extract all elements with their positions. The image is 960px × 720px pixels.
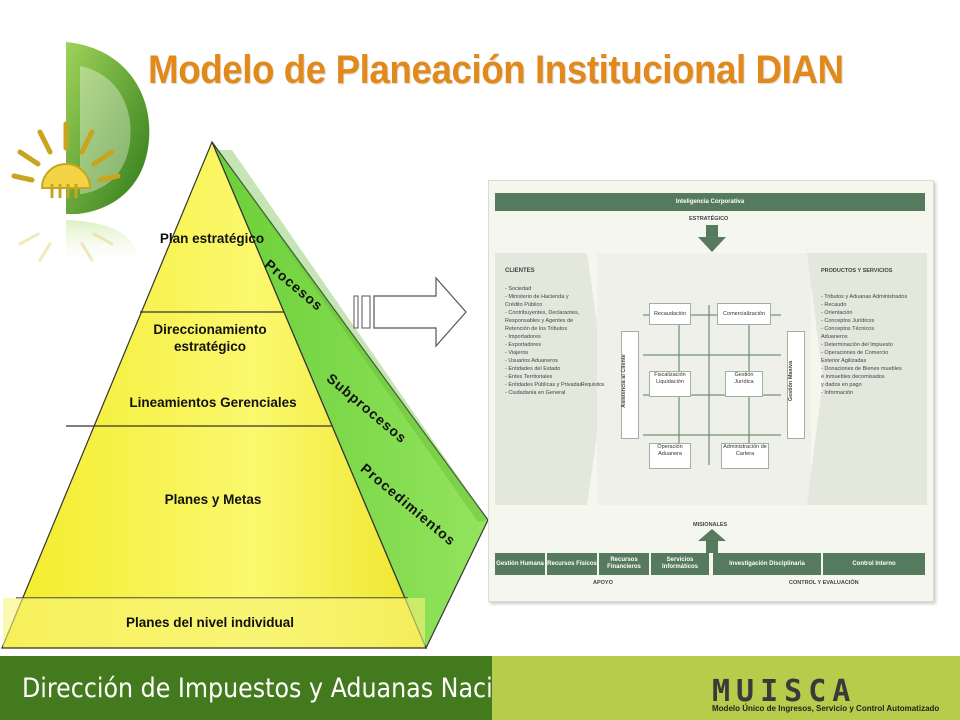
clients-chevron (495, 253, 605, 505)
support-recursos-fisicos: Recursos Físicos (547, 553, 597, 575)
footer-title: Dirección de Impuestos y Aduanas Naciona… (22, 673, 571, 704)
list-item: e inmuebles decomisados (821, 374, 885, 380)
muisca-subtitle: Modelo Único de Ingresos, Servicio y Con… (712, 704, 940, 713)
box-recaudacion: Recaudación (649, 303, 691, 325)
level-direccionamiento: Direccionamiento estratégico (153, 322, 267, 354)
top-bar: Inteligencia Corporativa (495, 193, 925, 211)
list-item: - Viajeros (505, 350, 529, 356)
list-item: Exterior Agilizadas (821, 358, 867, 364)
list-item: - Exportadores (505, 342, 542, 348)
strategic-label: ESTRATÉGICO (689, 216, 729, 222)
mission-label: MISIONALES (693, 522, 728, 528)
attention-label: Asistencia al Cliente (620, 354, 627, 408)
dian-logo-icon (11, 42, 150, 268)
clients-list: - Sociedad - Ministerio de Hacienda y Cré… (505, 285, 582, 397)
list-item: - Entidades del Estado (505, 366, 561, 372)
process-map: Inteligencia Corporativa ESTRATÉGICO CLI… (488, 180, 934, 602)
box-administracion-cartera: Administración de Cartera (721, 443, 769, 469)
box-gestion-juridica: Gestión Jurídica (725, 371, 763, 397)
mass-label: Gestión Masiva (788, 360, 795, 402)
list-item: - Conceptos Jurídicos (821, 318, 875, 324)
products-title: PRODUCTOS Y SERVICIOS (821, 268, 893, 274)
support-gestion-humana: Gestión Humana (495, 553, 545, 575)
list-item: - Usuarios Aduaneros (505, 358, 558, 364)
list-item: - Sociedad (505, 286, 532, 292)
muisca-logo: MUISCA (712, 674, 857, 709)
list-item: - Contribuyentes, Declarantes, (505, 310, 580, 316)
list-item: - Tributos y Aduanas Administrados (821, 294, 908, 300)
page-title: Modelo de Planeación Institucional DIAN (148, 48, 844, 92)
footer: Dirección de Impuestos y Aduanas Naciona… (0, 656, 960, 720)
support-control-interno: Control Interno (823, 553, 925, 575)
level-planes-individual: Planes del nivel individual (125, 615, 295, 630)
list-item: - Entidades Públicas y Privadas (505, 382, 583, 388)
list-item: - Determinación del Impuesto (821, 342, 893, 348)
support-investigacion: Investigación Disciplinaria (713, 553, 821, 575)
footer-left-panel: Dirección de Impuestos y Aduanas Naciona… (0, 656, 570, 720)
down-arrow-icon (698, 225, 726, 252)
requirements-label: Requisitos (581, 382, 605, 388)
list-item: - Ministerio de Hacienda y (505, 294, 569, 300)
pyramid-front-face (1, 140, 427, 649)
list-item: Crédito Público (505, 302, 543, 308)
mass-box (787, 331, 805, 439)
list-item: y dados en pago (821, 382, 862, 388)
support-label: APOYO (593, 580, 613, 586)
box-fiscalizacion: Fiscalización Liquidación (649, 371, 691, 397)
list-item: - Conceptos Técnicos (821, 326, 875, 332)
support-servicios-informaticos: Servicios Informáticos (651, 553, 709, 575)
clients-title: CLIENTES (505, 268, 535, 274)
box-comercializacion: Comercialización (717, 303, 771, 325)
control-label: CONTROL Y EVALUACIÓN (789, 580, 859, 586)
list-item: - Información (821, 390, 854, 396)
list-item: - Entes Territoriales (505, 374, 553, 380)
list-item: - Ciudadanía en General (505, 390, 566, 396)
right-arrow-icon (353, 276, 467, 348)
box-operacion-aduanera: Operación Aduanera (649, 443, 691, 469)
list-item: Aduaneros (821, 334, 848, 340)
level-lineamientos: Lineamientos Gerenciales (129, 395, 297, 410)
list-item: - Operaciones de Comercio (821, 350, 889, 356)
list-item: - Recaudo (821, 302, 847, 308)
planning-pyramid (1, 140, 489, 650)
products-chevron (807, 253, 927, 505)
list-item: Responsables y Agentes de (505, 318, 574, 324)
footer-right-panel (492, 656, 960, 720)
list-item: - Importadores (505, 334, 541, 340)
up-arrow-icon (698, 529, 726, 553)
attention-box (621, 331, 639, 439)
products-list: - Tributos y Aduanas Administrados - Reca… (821, 293, 907, 397)
level-plan-estrategico: Plan estratégico (159, 231, 265, 246)
list-item: - Donaciones de Bienes muebles (821, 366, 902, 372)
list-item: - Orientación (821, 310, 853, 316)
list-item: Retención de los Tributos (505, 326, 568, 332)
level-planes-metas: Planes y Metas (164, 492, 262, 507)
support-recursos-financieros: Recursos Financieros (599, 553, 649, 575)
